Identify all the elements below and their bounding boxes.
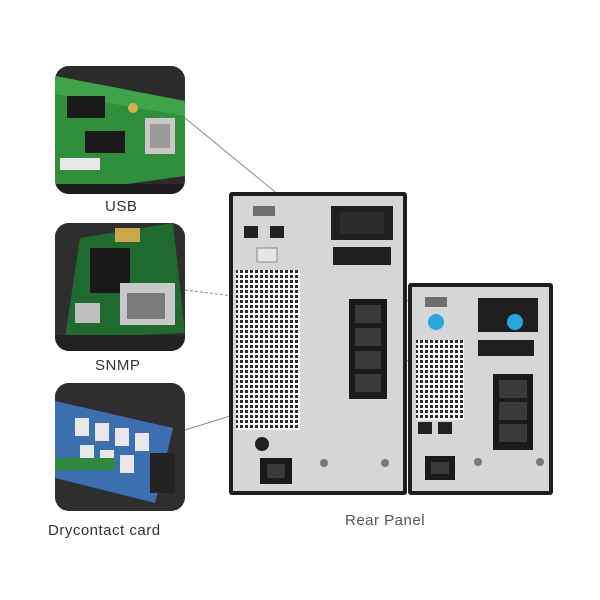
snmp-card-thumbnail: [55, 223, 185, 351]
slot-port-highlight-icon: [507, 314, 523, 330]
rear-panel-caption: Rear Panel: [345, 512, 426, 529]
drycontact-callout-line: [184, 359, 411, 431]
drycontact-caption: Drycontact card: [48, 522, 161, 539]
snmp-caption: SNMP: [95, 357, 141, 374]
small-ups-rear: [408, 283, 553, 495]
usb-card-thumbnail: [55, 66, 185, 194]
usb-port-highlight-icon: [428, 314, 444, 330]
large-ups-rear: [229, 192, 407, 495]
usb-card-icon: [55, 66, 185, 194]
usb-caption: USB: [105, 198, 138, 215]
drycontact-card-icon: [55, 383, 185, 511]
usb-callout-line: [184, 117, 426, 316]
drycontact-card-thumbnail: [55, 383, 185, 511]
snmp-card-icon: [55, 223, 185, 351]
snmp-callout-line: [184, 289, 426, 321]
